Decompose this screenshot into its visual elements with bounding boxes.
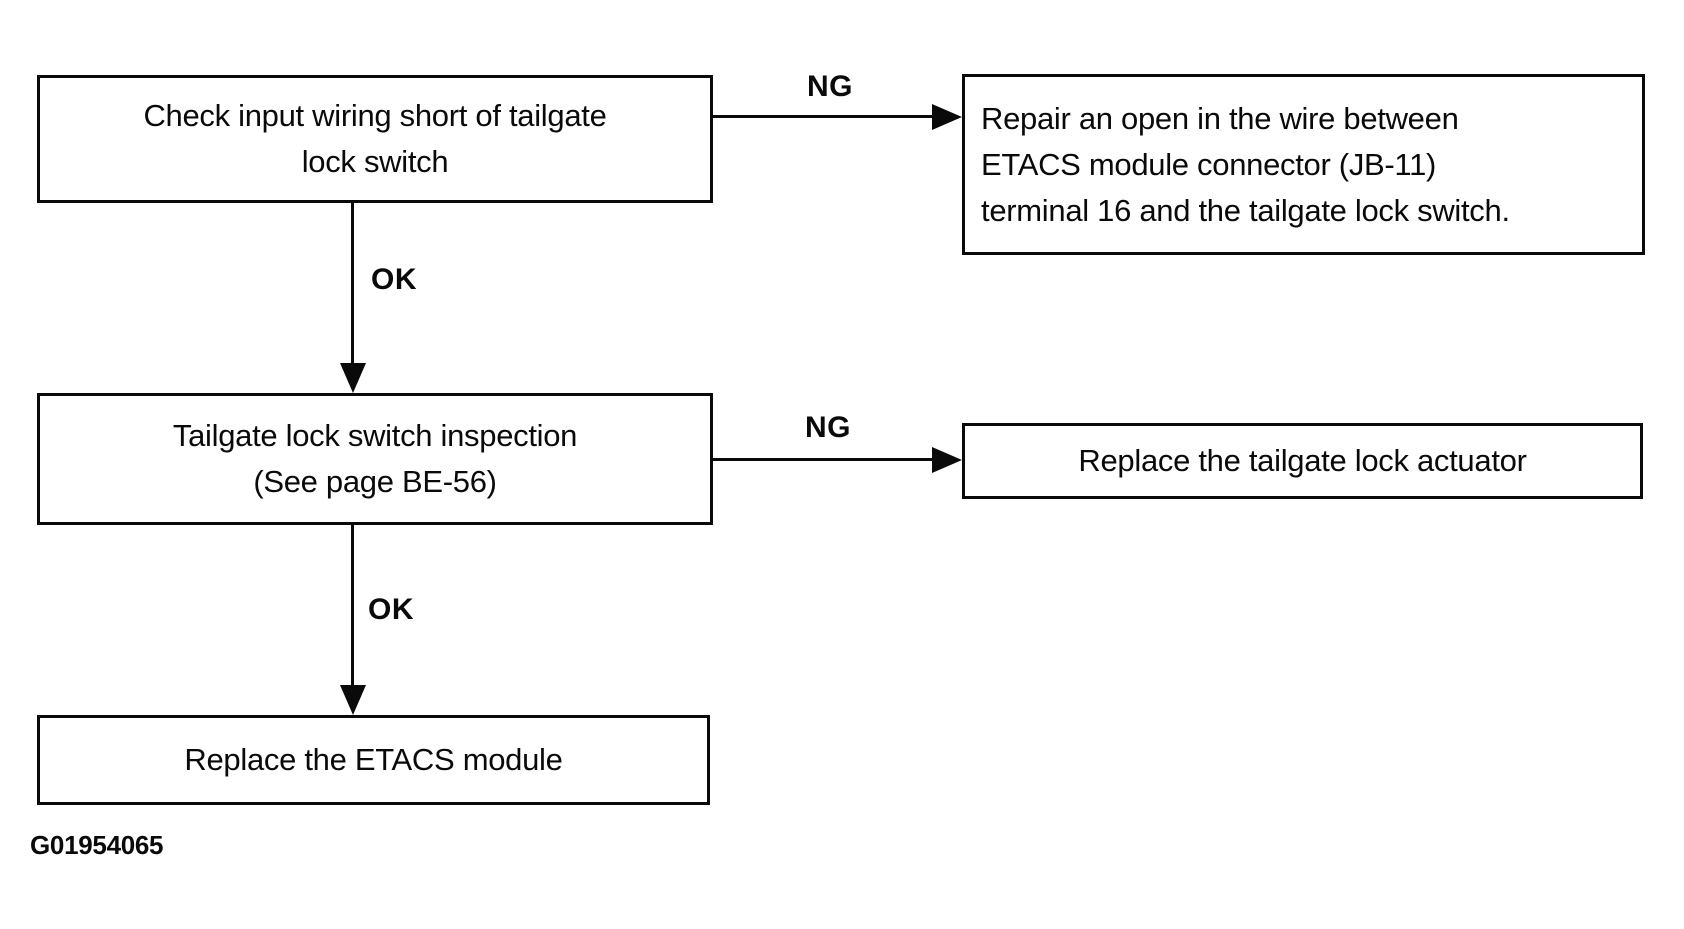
arrowhead-down-icon — [340, 685, 366, 715]
arrow-line — [713, 458, 935, 461]
edge-label-ng: NG — [807, 70, 853, 103]
node-text-line: Repair an open in the wire between — [981, 100, 1459, 136]
edge-label-ok: OK — [371, 263, 417, 296]
arrowhead-down-icon — [340, 363, 366, 393]
node-replace-tailgate-lock-actuator: Replace the tailgate lock actuator — [962, 423, 1643, 499]
node-text-line: (See page BE-56) — [253, 464, 497, 499]
node-text-line: Tailgate lock switch inspection — [172, 418, 578, 453]
node-text-line: Replace the ETACS module — [184, 742, 563, 777]
arrow-line — [351, 525, 354, 687]
node-check-input-wiring-short: Check input wiring short of tailgate loc… — [37, 75, 713, 203]
arrowhead-right-icon — [932, 104, 962, 130]
node-text-line: ETACS module connector (JB-11) — [981, 146, 1437, 182]
edge-label-ok: OK — [368, 593, 414, 626]
arrowhead-right-icon — [932, 447, 962, 473]
node-repair-open-wire: Repair an open in the wire between ETACS… — [962, 74, 1645, 255]
node-replace-etacs-module: Replace the ETACS module — [37, 715, 710, 805]
node-tailgate-lock-switch-inspection: Tailgate lock switch inspection (See pag… — [37, 393, 713, 525]
arrow-line — [351, 203, 354, 365]
edge-label-ng: NG — [805, 411, 851, 444]
node-text-line: terminal 16 and the tailgate lock switch… — [981, 192, 1510, 228]
figure-id: G01954065 — [30, 830, 164, 860]
node-text-line: Replace the tailgate lock actuator — [1078, 443, 1527, 478]
arrow-line — [713, 115, 935, 118]
node-text-line: Check input wiring short of tailgate — [143, 98, 607, 133]
node-text-line: lock switch — [301, 144, 449, 179]
